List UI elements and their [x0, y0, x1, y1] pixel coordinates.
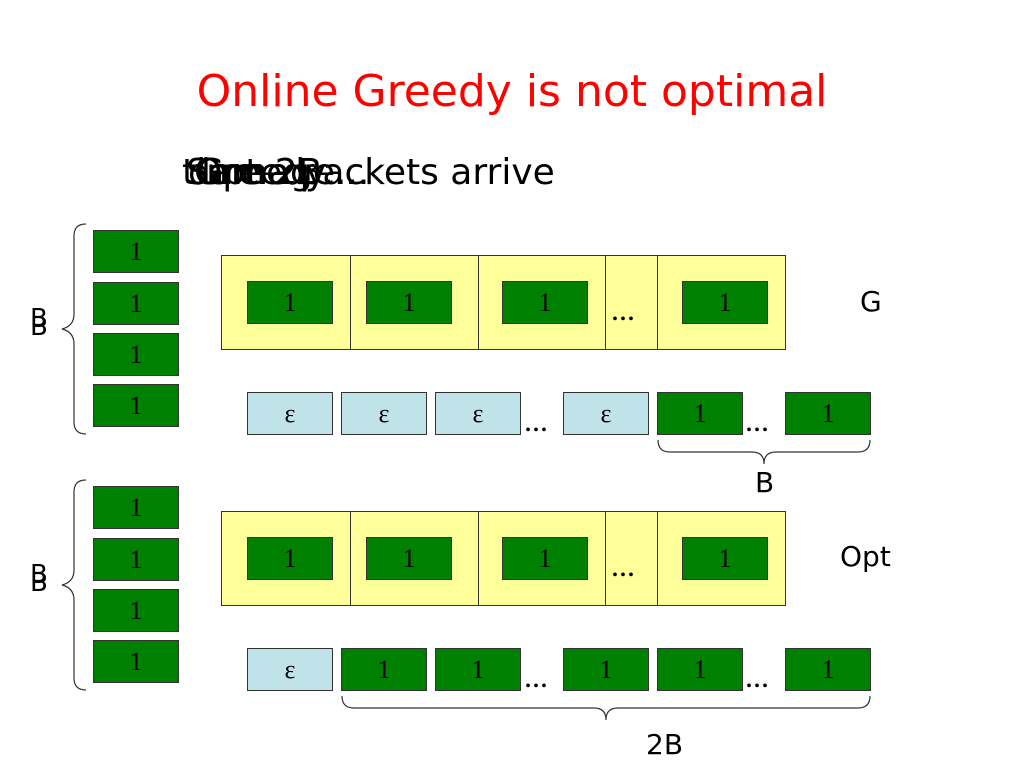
incoming-packet: 1: [93, 538, 179, 581]
buffer-divider: [478, 256, 479, 349]
stream-packet: 1: [657, 392, 743, 435]
epsilon-packet: ε: [563, 392, 649, 435]
ellipsis: ...: [524, 402, 548, 438]
ellipsis: ...: [524, 658, 548, 694]
stream-packet: 1: [785, 392, 871, 435]
buffer-divider: [478, 512, 479, 605]
buffer-divider: [657, 512, 658, 605]
epsilon-packet: ε: [247, 648, 333, 691]
ellipsis: ...: [745, 402, 769, 438]
buffer-divider: [350, 512, 351, 605]
buffer-packet: 1: [366, 537, 452, 580]
incoming-packet: 1: [93, 282, 179, 325]
horizontal-brace-icon: [341, 695, 871, 721]
ellipsis: ...: [745, 658, 769, 694]
incoming-brace-icon: [61, 223, 87, 435]
buffer-packet: 1: [366, 281, 452, 324]
stream-packet: 1: [435, 648, 521, 691]
buffer-divider: [657, 256, 658, 349]
slide-title: Online Greedy is not optimal: [196, 66, 828, 117]
subtitle-overlapping-text: Same packets arrive Greedy Opt time 2B..…: [182, 152, 746, 202]
buffer-divider: [350, 256, 351, 349]
epsilon-packet: ε: [247, 392, 333, 435]
incoming-brace-icon: [61, 479, 87, 691]
side-label: B: [30, 312, 48, 342]
stream-packet: 1: [785, 648, 871, 691]
buffer-divider: [605, 512, 606, 605]
subtitle-layer: time 2B...: [182, 152, 357, 193]
row-label-opt: Opt: [840, 540, 891, 573]
side-label: B: [30, 568, 48, 598]
subtitle-layer: Greedy: [196, 152, 327, 193]
buffer-packet: 1: [682, 281, 768, 324]
subtitle-layer: Opt: [194, 152, 260, 193]
incoming-packet: 1: [93, 589, 179, 632]
subtitle-layer: Same packets arrive: [186, 152, 555, 193]
buffer-packet: 1: [247, 537, 333, 580]
ellipsis: ...: [611, 291, 635, 327]
incoming-packet: 1: [93, 486, 179, 529]
buffer-packet: 1: [502, 537, 588, 580]
brace-label: B: [755, 466, 775, 499]
side-label: B: [30, 304, 48, 334]
incoming-packet: 1: [93, 384, 179, 427]
ellipsis: ...: [611, 547, 635, 583]
horizontal-brace-icon: [657, 439, 871, 465]
epsilon-packet: ε: [341, 392, 427, 435]
buffer-packet: 1: [682, 537, 768, 580]
side-label: B: [30, 560, 48, 590]
stream-packet: 1: [341, 648, 427, 691]
buffer-packet: 1: [247, 281, 333, 324]
incoming-packet: 1: [93, 333, 179, 376]
epsilon-packet: ε: [435, 392, 521, 435]
stream-packet: 1: [657, 648, 743, 691]
brace-label: 2B: [646, 728, 684, 761]
buffer-packet: 1: [502, 281, 588, 324]
incoming-packet: 1: [93, 230, 179, 273]
subtitle-layer: damage...: [188, 152, 370, 193]
row-label-greedy: G: [860, 285, 882, 318]
incoming-packet: 1: [93, 640, 179, 683]
stream-packet: 1: [563, 648, 649, 691]
buffer-divider: [605, 256, 606, 349]
